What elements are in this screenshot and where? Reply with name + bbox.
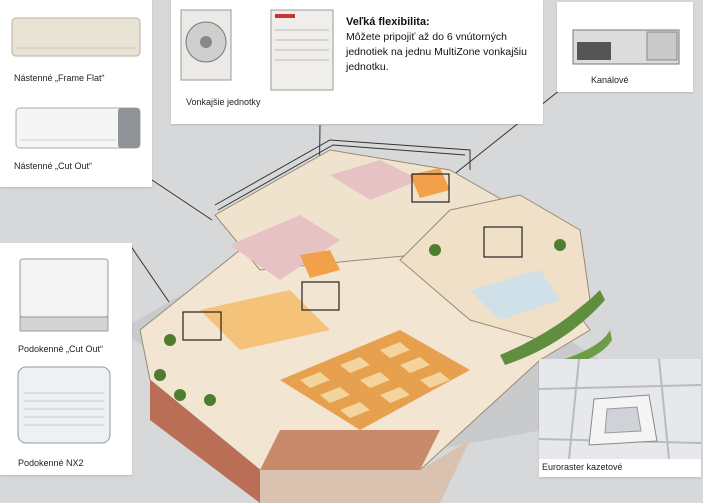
- duct-unit-panel: Kanálové: [557, 2, 693, 92]
- outdoor-units-image: [180, 9, 334, 91]
- floor-units-image: [17, 258, 111, 444]
- outdoor-caption: Vonkajšie jednotky: [186, 97, 261, 107]
- outdoor-units-panel: Vonkajšie jednotky Veľká flexibilita: Mô…: [171, 0, 543, 124]
- duct-caption: Kanálové: [591, 75, 629, 85]
- flexibility-line-1: Môžete pripojiť až do 6 vnútorných: [346, 31, 507, 43]
- cassette-panel: Euroraster kazetové: [539, 359, 701, 477]
- flexibility-line-3: jednotku.: [346, 61, 389, 73]
- cassette-image: [539, 359, 701, 460]
- frame-flat-caption: Nástenné „Frame Flat“: [14, 73, 105, 83]
- duct-unit-image: [572, 29, 680, 65]
- wall-units-panel: Nástenné „Frame Flat“ Nástenné „Cut Out“: [0, 0, 152, 187]
- wall-unit-frame-flat-image: [11, 17, 141, 149]
- floor-cut-out-caption: Podokenné „Cut Out“: [18, 344, 104, 354]
- cassette-caption: Euroraster kazetové: [542, 462, 623, 472]
- floor-units-panel: Podokenné „Cut Out“ Podokenné NX2: [0, 243, 132, 475]
- cut-out-caption: Nástenné „Cut Out“: [14, 161, 93, 171]
- flexibility-line-2: jednotiek na jednu MultiZone vonkajšiu: [346, 46, 527, 58]
- flexibility-heading: Veľká flexibilita:: [346, 16, 430, 28]
- nx2-caption: Podokenné NX2: [18, 458, 84, 468]
